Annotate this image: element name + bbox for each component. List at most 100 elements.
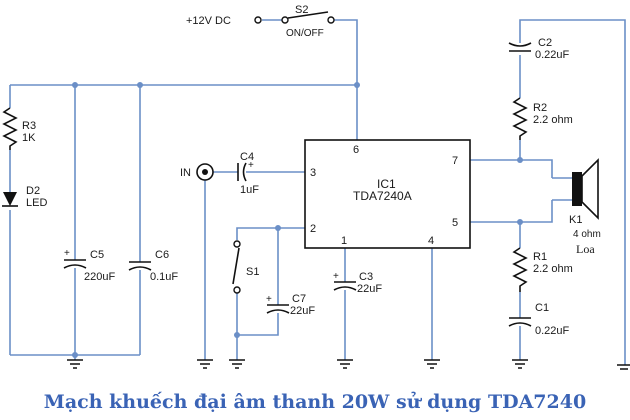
d2-ref: D2 [26, 185, 40, 197]
ic1-pin5: 5 [452, 217, 458, 229]
c5-plate-bottom [63, 264, 87, 269]
wire-pin5-speaker [470, 200, 553, 223]
ground-icon [617, 364, 630, 370]
switch-s1 [232, 240, 241, 294]
c1-ref: C1 [535, 302, 549, 314]
junction-pin2 [275, 225, 281, 231]
capacitor-c7: + [266, 294, 290, 314]
c1-value: 0.22uF [535, 325, 570, 337]
ground-icon [67, 359, 83, 369]
capacitor-c2 [508, 42, 532, 52]
capacitor-c3: + [333, 271, 357, 291]
s2-contact-left [281, 16, 289, 24]
junction-s1 [234, 332, 240, 338]
ic1-pin7: 7 [452, 155, 458, 167]
s1-ref: S1 [246, 266, 259, 278]
wire-pin2 [236, 227, 305, 240]
c7-ref: C7 [292, 293, 306, 305]
r1-ref: R1 [533, 251, 547, 263]
ic1-pin3: 3 [310, 167, 316, 179]
ground-symbols [67, 359, 630, 370]
wire-top-rail [10, 84, 358, 140]
s2-ref: S2 [295, 4, 308, 16]
capacitor-c5: + [63, 248, 87, 269]
ground-icon [337, 359, 353, 369]
resistor-r3 [2, 107, 18, 150]
r2-value: 2.2 ohm [533, 114, 573, 126]
s1-contact-top [233, 240, 241, 248]
input-label: IN [180, 167, 191, 179]
supply-label: +12V DC [186, 15, 231, 27]
k1-ref: K1 [569, 214, 582, 226]
ic1-pin6: 6 [353, 144, 359, 156]
c7-value: 22uF [290, 305, 315, 317]
c4-ref: C4 [240, 151, 254, 163]
labels: +12V DC S2 ON/OFF R3 1K D2 LED C5 220uF … [22, 4, 601, 413]
ground-icon [512, 359, 528, 369]
ic1-body [304, 139, 471, 249]
k1-value: 4 ohm [573, 229, 601, 240]
c7-plus: + [266, 294, 272, 305]
ic1-ref: IC1 [377, 177, 396, 191]
junction-ground-left [72, 352, 78, 358]
jack-pin [202, 169, 208, 175]
r3-value: 1K [22, 132, 36, 144]
ground-icon [424, 359, 440, 369]
d2-value: LED [26, 197, 47, 209]
r2-ref: R2 [533, 102, 547, 114]
c3-value: 22uF [357, 283, 382, 295]
c2-plate-top [508, 42, 532, 47]
ic1-pin2: 2 [310, 223, 316, 235]
ic1-part: TDA7240A [353, 189, 412, 203]
c4-plus: + [248, 160, 254, 171]
wire-c2-return [519, 19, 626, 365]
wires [9, 19, 626, 365]
capacitor-c6 [128, 261, 152, 271]
ic1-pin4: 4 [428, 235, 434, 247]
s2-lever [287, 11, 329, 19]
s1-lever [232, 247, 240, 285]
c6-value: 0.1uF [150, 271, 178, 283]
junction-c6 [137, 82, 143, 88]
capacitor-c4: + [237, 160, 254, 182]
c3-ref: C3 [359, 271, 373, 283]
s2-text: ON/OFF [286, 28, 324, 39]
supply-terminal [254, 16, 262, 24]
ic1-pin1: 1 [341, 235, 347, 247]
speaker-k1 [572, 158, 599, 220]
c6-plate-bottom [128, 266, 152, 271]
resistor-r2 [512, 97, 528, 140]
r1-value: 2.2 ohm [533, 263, 573, 275]
junction-pin5 [517, 219, 523, 225]
c3-plus: + [333, 271, 339, 282]
c2-value: 0.22uF [535, 49, 570, 61]
speaker-magnet [572, 172, 582, 206]
input-jack [196, 163, 214, 181]
led-triangle [3, 192, 17, 206]
resistor-r1 [512, 247, 528, 292]
wire-pin7-speaker [470, 159, 553, 178]
c5-plus: + [64, 248, 70, 259]
s1-contact-bottom [233, 286, 241, 294]
diagram-title: Mạch khuếch đại âm thanh 20W sử dụng TDA… [44, 391, 586, 413]
led-d2 [2, 192, 18, 207]
junction-c5 [72, 82, 78, 88]
wire-s1-c7 [236, 292, 279, 336]
switch-s2 [254, 11, 335, 24]
r3-ref: R3 [22, 120, 36, 132]
c7-plate-bottom [266, 309, 290, 314]
c2-ref: C2 [538, 37, 552, 49]
c5-value: 220uF [84, 271, 115, 283]
c6-ref: C6 [155, 249, 169, 261]
c1-plate-bottom [508, 322, 532, 327]
s2-contact-right [327, 16, 335, 24]
junction-pin7 [517, 157, 523, 163]
c3-plate-bottom [333, 286, 357, 291]
c4-value: 1uF [240, 184, 259, 196]
c4-plate-right [242, 162, 247, 182]
ground-icon [229, 359, 245, 369]
junctions [72, 82, 523, 358]
c5-ref: C5 [90, 249, 104, 261]
